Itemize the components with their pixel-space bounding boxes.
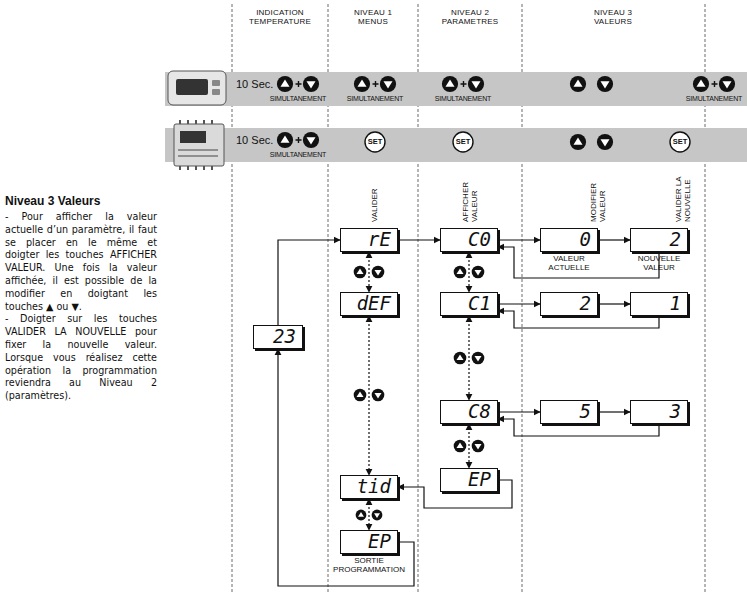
flow-connector: [398, 239, 440, 240]
box-caption: VALEUR ACTUELLE: [532, 254, 606, 272]
flow-connector: [598, 239, 630, 240]
column-header: NIVEAU 3 VALEURS: [580, 8, 646, 26]
display-box: rE: [340, 228, 398, 252]
display-value: 1: [631, 293, 687, 314]
display-box: 2: [540, 292, 598, 316]
button-hint: SIMULTANEMENT: [269, 151, 327, 159]
display-value: 0: [541, 229, 597, 250]
display-box: C8: [440, 400, 498, 424]
button-hint: SIMULTANEMENT: [434, 95, 492, 103]
display-value: tid: [341, 476, 397, 497]
display-value: 2: [541, 293, 597, 314]
button-hint: SIMULTANEMENT: [346, 95, 404, 103]
display-box: dEF: [340, 292, 398, 316]
display-value: C8: [441, 401, 497, 422]
display-value: C0: [441, 229, 497, 250]
duration-label: 10 Sec.: [236, 78, 273, 91]
display-box: 2NOUVELLE VALEUR: [630, 228, 688, 252]
column-header: INDICATION TEMPERATURE: [247, 8, 313, 26]
flow-connector: [498, 411, 540, 412]
flow-connector: [368, 316, 369, 475]
band-buttons-bottom: [277, 132, 690, 152]
duration-label: 10 Sec.: [236, 134, 273, 147]
flow-connector: [468, 424, 469, 468]
button-hint: SIMULTANEMENT: [269, 95, 327, 103]
box-caption: SORTIE PROGRAMMATION: [332, 556, 406, 574]
display-box: 3: [630, 400, 688, 424]
flow-connector: [368, 499, 369, 530]
button-hint: SIMULTANEMENT: [685, 95, 743, 103]
button-bands: [165, 72, 747, 162]
flow-connector: [598, 303, 630, 304]
set-button-label: SET: [673, 138, 688, 146]
flow-connector: [498, 303, 540, 304]
display-value: dEF: [341, 293, 397, 314]
display-value: 2: [631, 229, 687, 250]
flow-connector: [278, 240, 340, 325]
display-value: C1: [441, 293, 497, 314]
display-value: 5: [541, 401, 597, 422]
flow-connector: [598, 411, 630, 412]
din-module-icon: [174, 120, 224, 170]
display-value: rE: [341, 229, 397, 250]
display-box: 0VALEUR ACTUELLE: [540, 228, 598, 252]
column-header: NIVEAU 2 PARAMETRES: [437, 8, 503, 26]
display-value: 23: [254, 326, 302, 347]
set-button-label: SET: [368, 138, 383, 146]
display-box: EP: [440, 468, 498, 492]
display-box: EPSORTIE PROGRAMMATION: [340, 530, 398, 554]
display-box: 1: [630, 292, 688, 316]
instruction-text: Niveau 3 Valeurs - Pour afficher la valeu…: [5, 194, 157, 403]
set-button-label: SET: [456, 138, 471, 146]
section-heading: Niveau 3 Valeurs: [5, 194, 157, 208]
column-header: NIVEAU 1 MENUS: [340, 8, 406, 26]
display-value: EP: [441, 469, 497, 490]
instruction-paragraph: - Doigter sur les touches VALIDER LA NOU…: [5, 313, 157, 403]
display-box: C1: [440, 292, 498, 316]
instruction-paragraph: - Pour afficher la valeur actuelle d’un …: [5, 211, 157, 313]
flow-connector: [368, 252, 369, 292]
display-box: C0: [440, 228, 498, 252]
display-box: tid: [340, 475, 398, 499]
box-caption: NOUVELLE VALEUR: [622, 254, 696, 272]
display-box: 23: [253, 325, 303, 349]
action-label: VALIDER LA NOUVELLE: [674, 166, 692, 222]
flow-connector: [498, 239, 540, 240]
flow-connector: [468, 316, 469, 400]
band-buttons-top: [277, 76, 735, 92]
panel-thermostat-icon: [168, 71, 226, 105]
action-label: MODIFIER VALEUR: [589, 166, 607, 222]
display-value: EP: [341, 531, 397, 552]
action-label: VALIDER: [370, 166, 379, 222]
action-label: AFFICHER VALEUR: [461, 166, 479, 222]
flow-connector: [468, 252, 469, 292]
display-value: 3: [631, 401, 687, 422]
display-box: 5: [540, 400, 598, 424]
flow-connector: [278, 349, 414, 586]
